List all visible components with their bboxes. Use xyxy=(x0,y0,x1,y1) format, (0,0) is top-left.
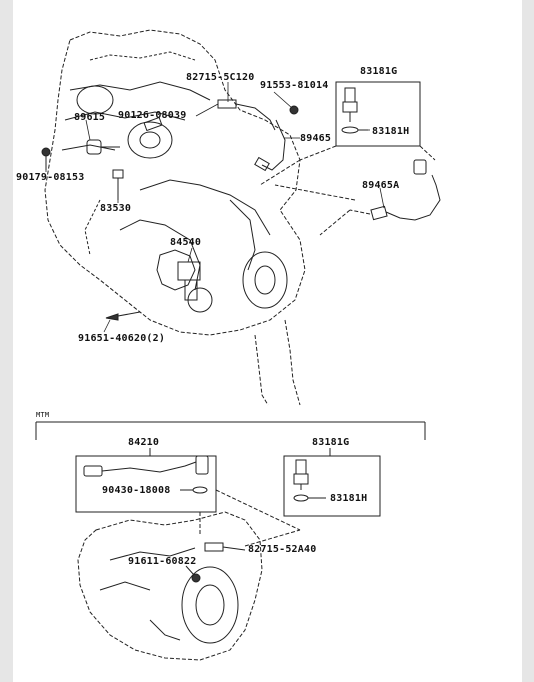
label-91651-40620: 91651-40620(2) xyxy=(78,333,166,344)
label-89465: 89465 xyxy=(300,133,332,144)
label-84210: 84210 xyxy=(128,437,160,448)
label-83181G-upper: 83181G xyxy=(360,66,398,77)
label-83181G-lower: 83181G xyxy=(312,437,350,448)
mtm-bracket xyxy=(35,421,426,440)
label-90430-18008: 90430-18008 xyxy=(102,485,171,496)
label-91611-60822: 91611-60822 xyxy=(128,556,197,567)
label-83530: 83530 xyxy=(100,203,132,214)
box-83181G-upper xyxy=(259,81,436,186)
label-89465A: 89465A xyxy=(362,180,400,191)
label-83181H-lower: 83181H xyxy=(330,493,368,504)
label-mtm: MTM xyxy=(36,411,50,419)
label-82715-52A40: 82715-52A40 xyxy=(248,544,317,555)
sensor-89465A xyxy=(274,159,441,236)
label-91553-81014: 91553-81014 xyxy=(260,80,329,91)
label-89615: 89615 xyxy=(74,112,106,123)
box-83181G-lower xyxy=(283,448,381,517)
label-90179-08153: 90179-08153 xyxy=(16,172,85,183)
label-82715-5C120: 82715-5C120 xyxy=(186,72,255,83)
upper-leader-lines xyxy=(45,82,385,333)
label-90126-08039: 90126-08039 xyxy=(118,110,187,121)
box-84210 xyxy=(75,448,301,535)
upper-small-parts xyxy=(41,99,299,321)
label-84540: 84540 xyxy=(170,237,202,248)
lower-transmission-housing xyxy=(77,511,301,661)
label-83181H-upper: 83181H xyxy=(372,126,410,137)
